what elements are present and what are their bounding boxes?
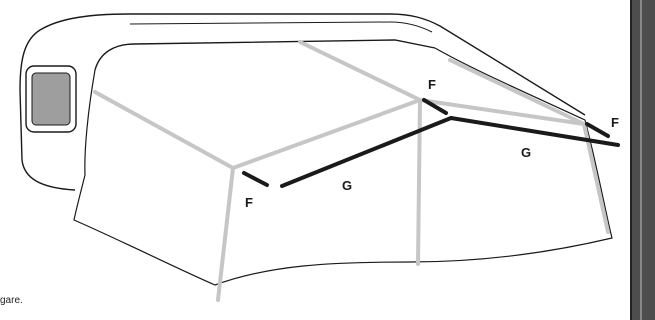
black-poles: [242, 98, 620, 188]
awning-fabric-outline: [73, 47, 613, 286]
label-g-right: G: [521, 145, 532, 160]
pole-g-left: [280, 116, 453, 188]
pole-f-right: [585, 122, 610, 138]
label-f-mid: F: [428, 77, 436, 92]
gray-poles: [93, 40, 610, 302]
label-f-left: F: [245, 195, 253, 210]
caravan-window-glass: [31, 72, 71, 126]
pole-rafter-right: [448, 58, 586, 126]
caravan-roof-edge: [129, 21, 433, 33]
pole-f-mid: [422, 98, 448, 115]
caravan-body-outline: [19, 13, 586, 191]
pole-front-left-upright: [216, 166, 235, 302]
pole-front-mid-upright: [416, 98, 422, 266]
label-g-left: G: [342, 178, 353, 193]
pole-rafter-mid: [298, 40, 422, 102]
label-f-right: F: [611, 115, 619, 130]
caption-fragment: gare.: [0, 295, 23, 306]
pole-g-right: [449, 116, 620, 147]
side-bar-line: [640, 0, 642, 320]
pole-ridge-right: [418, 98, 586, 126]
side-bar: [630, 0, 655, 320]
pole-rafter-left: [93, 90, 235, 170]
pole-ridge-left: [231, 98, 422, 170]
pole-f-left: [242, 171, 269, 187]
